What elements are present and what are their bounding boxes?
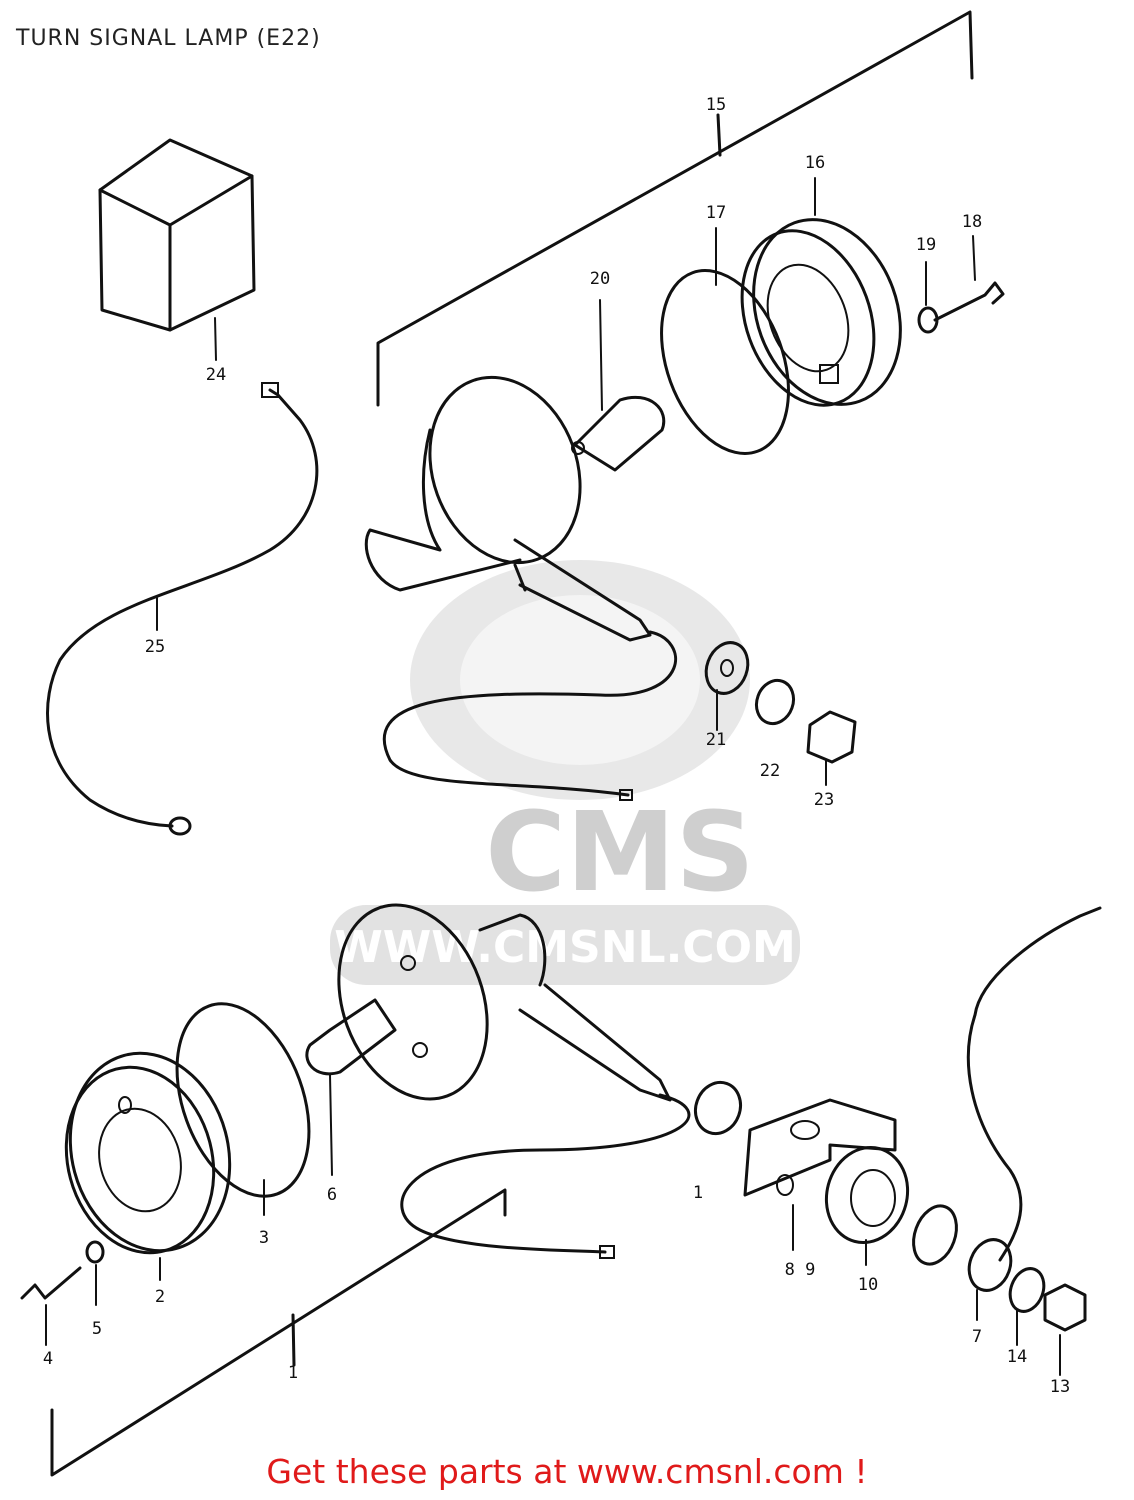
lower-lamp-housing: [337, 903, 691, 1259]
screw-18: [933, 235, 1005, 322]
lens-2: [64, 1051, 232, 1281]
bulb-20: [571, 299, 666, 472]
bulb-6: [305, 998, 397, 1176]
small-washer-1: [693, 1080, 743, 1136]
callout-8-9: 8 9: [785, 1260, 816, 1280]
washer-5: [85, 1240, 105, 1306]
callout-2: 2: [155, 1287, 165, 1307]
callout-1-lower: 1: [288, 1363, 298, 1383]
relay-24: [98, 138, 256, 361]
washer-7: [912, 1204, 1013, 1321]
callout-3: 3: [259, 1228, 269, 1248]
watermark-brand: CMS: [485, 788, 754, 916]
lower-right-wire: [966, 906, 1102, 1262]
nut-23: [806, 710, 857, 786]
grommet-10: [824, 1145, 910, 1266]
oring-3: [175, 1002, 311, 1216]
callout-24: 24: [206, 365, 226, 385]
callout-4: 4: [43, 1349, 53, 1369]
callout-15: 15: [706, 95, 726, 115]
callout-19: 19: [916, 235, 936, 255]
callout-5: 5: [92, 1319, 102, 1339]
washer-21: [704, 641, 750, 731]
callout-6: 6: [327, 1185, 337, 1205]
callout-16: 16: [805, 153, 825, 173]
callout-21: 21: [706, 730, 726, 750]
callout-17: 17: [706, 203, 726, 223]
nut-13: [1043, 1283, 1087, 1376]
mount-bracket-8-9: [743, 1098, 897, 1251]
lens-16: [740, 177, 902, 407]
callout-14: 14: [1007, 1347, 1027, 1367]
callout-25: 25: [145, 637, 165, 657]
callout-13: 13: [1050, 1377, 1070, 1397]
lower-assembly-bracket: [50, 1188, 507, 1477]
washer-19: [917, 261, 939, 334]
callout-labels: 15 16 17 18 19 20 24 25 21 22 23 1 2 3 4…: [43, 95, 1070, 1397]
callout-7: 7: [972, 1327, 982, 1347]
callout-22: 22: [760, 761, 780, 781]
upper-assembly-bracket: [376, 10, 974, 407]
screw-4: [20, 1266, 82, 1346]
lock-washer-22: [754, 678, 796, 726]
footer-parts-link[interactable]: Get these parts at www.cmsnl.com !: [266, 1452, 868, 1491]
ground-wire-25: [46, 382, 319, 836]
callout-10: 10: [858, 1275, 878, 1295]
callout-18: 18: [962, 212, 982, 232]
callout-23: 23: [814, 790, 834, 810]
watermark-url: WWW.CMSNL.COM: [334, 922, 796, 973]
callout-1-upper: 1: [693, 1183, 703, 1203]
cms-watermark: CMS WWW.CMSNL.COM: [330, 560, 800, 985]
callout-20: 20: [590, 269, 610, 289]
diagram-title: TURN SIGNAL LAMP (E22): [16, 26, 321, 51]
lock-washer-14: [1008, 1267, 1046, 1346]
oring-17: [660, 227, 790, 455]
